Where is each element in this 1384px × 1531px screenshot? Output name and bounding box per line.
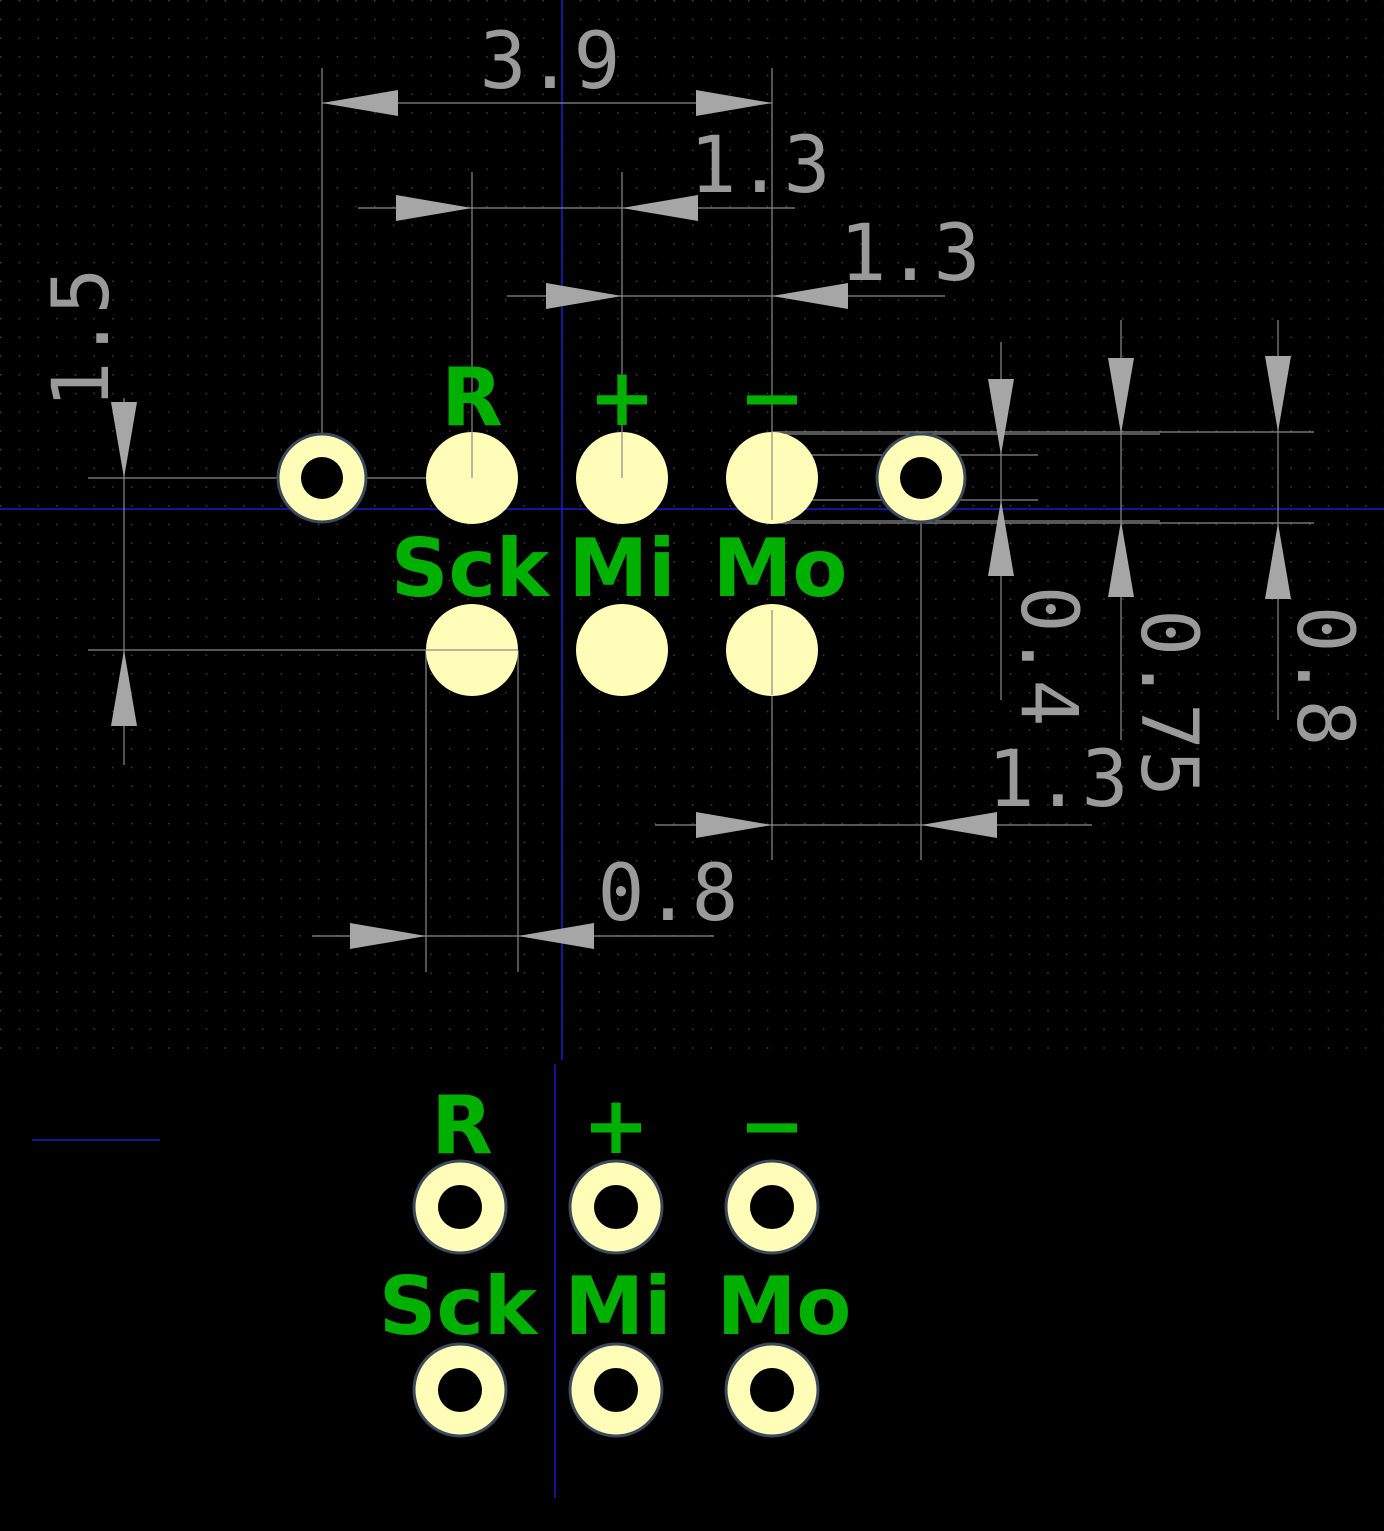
bottom-footprint-labels: R + − Sck Mi Mo bbox=[379, 1079, 851, 1353]
label-sck-top: Sck bbox=[391, 522, 551, 615]
dim-overall-width: 3.9 bbox=[480, 17, 621, 107]
dim-pad-spacing-right: 1.3 bbox=[988, 735, 1129, 825]
pad-mo-bottom-drill bbox=[750, 1368, 794, 1412]
label-sck-bottom: Sck bbox=[379, 1260, 539, 1353]
pad-plus-bottom-drill bbox=[594, 1185, 638, 1229]
label-mo-top: Mo bbox=[713, 522, 848, 615]
label-minus-bottom: − bbox=[738, 1079, 805, 1172]
label-mo-bottom: Mo bbox=[717, 1260, 852, 1353]
label-reset-top: R bbox=[441, 351, 503, 444]
dim-offset-b: 0.75 bbox=[1123, 609, 1213, 797]
pad-mi-bottom-drill bbox=[594, 1368, 638, 1412]
pad-reset-bottom-drill bbox=[438, 1185, 482, 1229]
mounting-hole-right-drill bbox=[900, 457, 942, 499]
label-minus-top: − bbox=[738, 351, 805, 444]
label-plus-top: + bbox=[588, 351, 655, 444]
label-plus-bottom: + bbox=[582, 1079, 649, 1172]
top-footprint-labels: R + − Sck Mi Mo bbox=[391, 351, 847, 615]
grid-area bbox=[0, 0, 1384, 1060]
label-mi-top: Mi bbox=[568, 522, 675, 615]
dim-pitch-top: 1.3 bbox=[690, 121, 831, 211]
dim-row-spacing: 1.5 bbox=[37, 268, 127, 409]
origin-axes bbox=[0, 0, 1384, 1498]
pad-minus-bottom-drill bbox=[750, 1185, 794, 1229]
dim-pitch-mid: 1.3 bbox=[840, 209, 981, 299]
label-reset-bottom: R bbox=[431, 1079, 493, 1172]
dimension-texts: 3.9 1.3 1.3 1.5 0.8 1.3 0.4 0.75 0.8 bbox=[37, 17, 1369, 939]
pad-mi[interactable] bbox=[576, 604, 668, 696]
dim-offset-a: 0.4 bbox=[1003, 586, 1093, 727]
dim-pad-diameter: 0.8 bbox=[598, 849, 739, 939]
dim-offset-c: 0.8 bbox=[1279, 606, 1369, 747]
bottom-footprint-pads bbox=[412, 1159, 820, 1438]
pad-sck-bottom-drill bbox=[438, 1368, 482, 1412]
dimension-arrows bbox=[111, 90, 1291, 949]
label-mi-bottom: Mi bbox=[564, 1260, 671, 1353]
mounting-hole-left-drill bbox=[301, 457, 343, 499]
pad-center-lines bbox=[426, 430, 773, 695]
